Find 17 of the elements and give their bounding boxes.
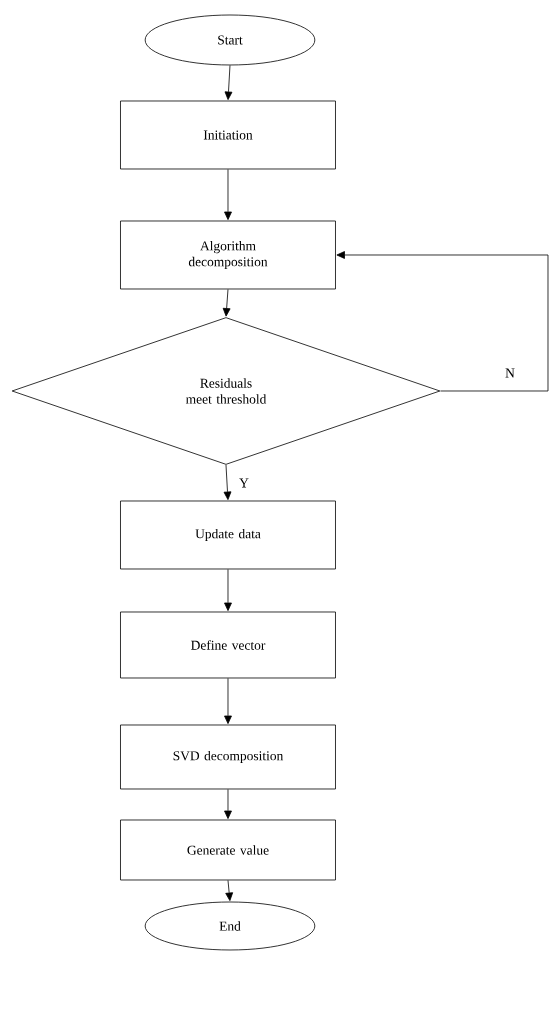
arrow: [224, 678, 232, 724]
arrow: [336, 251, 549, 392]
process-box: Update data: [120, 500, 336, 570]
arrow: [222, 289, 231, 317]
arrow: [224, 65, 233, 101]
arrow: [224, 789, 232, 819]
process-box: SVD decomposition: [120, 724, 336, 790]
arrow: [224, 169, 232, 220]
process-box: Define vector: [120, 611, 336, 679]
arrow: [225, 880, 234, 901]
arrow: [223, 464, 232, 500]
edge-label: Y: [239, 478, 249, 488]
process-box: Initiation: [120, 100, 336, 170]
process-box: Algorithm decomposition: [120, 220, 336, 290]
edge-label: N: [505, 368, 515, 378]
arrow: [224, 569, 232, 611]
process-box: Generate value: [120, 819, 336, 881]
